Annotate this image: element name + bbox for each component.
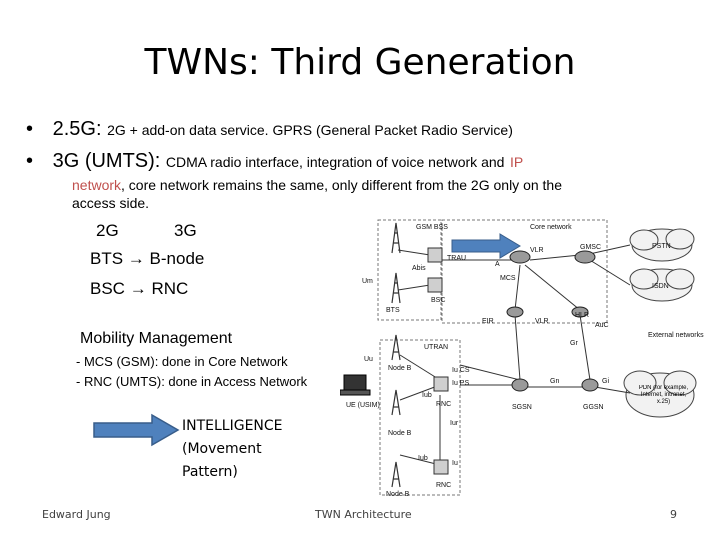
core-network-box <box>441 219 608 324</box>
mobility-title: Mobility Management <box>80 330 233 347</box>
label-utran: UTRAN <box>424 344 448 351</box>
pdn-cloud <box>623 370 697 418</box>
label-vlr2: VLR <box>535 318 549 325</box>
bullet-accent: network <box>72 177 122 193</box>
mapping-from: BTS <box>90 249 124 268</box>
label-a: A <box>495 261 500 268</box>
label-core-network: Core network <box>530 224 572 231</box>
label-auc: AuC <box>595 322 609 329</box>
bsc-node <box>427 277 443 293</box>
label-isdn: ISDN <box>652 283 669 290</box>
label-iub: Iub <box>418 455 428 462</box>
label-pstn: PSTN <box>652 243 671 250</box>
bullet-text: 2G + add-on data service. GPRS (General … <box>107 122 513 138</box>
label-pdn-wrap: PDN (for example, Internet, intranet, x.… <box>638 385 689 405</box>
label-iub: Iub <box>422 392 432 399</box>
label-uu: Uu <box>364 356 373 363</box>
arrow-icon: → <box>129 279 147 298</box>
mapping-header-2g: 2G <box>96 221 119 240</box>
label-gr: Gr <box>570 340 578 347</box>
label-gi: Gi <box>602 378 609 385</box>
intelligence-label: (Movement <box>182 441 262 457</box>
mapping-to: RNC <box>151 279 189 298</box>
label-iu-cs: Iu CS <box>452 367 470 374</box>
label-pdn: PDN (for example, Internet, intranet, x.… <box>638 385 689 405</box>
bullet-3g-umts: • 3G (UMTS): CDMA radio interface, integ… <box>26 150 523 173</box>
isdn-cloud <box>629 268 695 302</box>
label-hlr: HLR <box>575 312 589 319</box>
bullet-accent: IP <box>510 154 524 170</box>
rnc-node <box>433 459 449 475</box>
core-node-icons <box>506 250 599 392</box>
label-vlr: VLR <box>530 247 544 254</box>
label-bts: BTS <box>386 307 400 314</box>
bullet-marker: • <box>26 118 34 140</box>
gsm-bss-box <box>377 219 442 321</box>
label-node-b: Node B <box>388 365 412 372</box>
label-eir: EIR <box>482 318 494 325</box>
slide-title: TWNs: Third Generation <box>144 42 576 83</box>
mapping-header-3g: 3G <box>174 221 197 240</box>
intelligence-label: INTELLIGENCE <box>182 418 283 434</box>
mapping-row: BSC → RNC <box>90 279 188 299</box>
label-bsc: BSC <box>431 297 445 304</box>
intelligence-label: Pattern) <box>182 464 238 480</box>
network-architecture-diagram: GSM BSS Core network VLR GMSC PSTN ISDN … <box>340 219 704 498</box>
label-node-b: Node B <box>388 430 412 437</box>
bullet-text: CDMA radio interface, integration of voi… <box>165 154 505 170</box>
bullet-marker: • <box>26 150 34 172</box>
trau-node <box>427 247 443 263</box>
mapping-to: B-node <box>149 249 205 268</box>
bullet-continuation-line: access side. <box>72 195 150 211</box>
bullet-2-5g: • 2.5G: 2G + add-on data service. GPRS (… <box>26 118 513 141</box>
label-node-b: Node B <box>386 491 410 498</box>
arrow-icon: → <box>127 249 145 268</box>
laptop-icon <box>340 374 371 396</box>
network-links <box>397 244 631 466</box>
bullet-lead: 2.5G: <box>52 118 102 140</box>
label-iu-ps: Iu PS <box>452 380 469 387</box>
bullet-lead: 3G (UMTS): <box>52 150 161 172</box>
diagram-labels: GSM BSS Core network VLR GMSC PSTN ISDN … <box>346 224 704 498</box>
bullet-continuation-line: network, core network remains the same, … <box>72 177 562 193</box>
label-ggsn: GGSN <box>583 404 604 411</box>
label-trau: TRAU <box>447 255 466 262</box>
mobility-line: - MCS (GSM): done in Core Network <box>76 354 288 369</box>
label-um: Um <box>362 278 373 285</box>
pstn-cloud <box>629 228 695 262</box>
page-number: 9 <box>670 508 677 521</box>
mobility-line: - RNC (UMTS): done in Access Network <box>76 374 308 389</box>
mapping-row: BTS → B-node <box>90 249 204 269</box>
right-arrow-icon <box>451 233 521 259</box>
antenna-tower-icon <box>391 222 401 488</box>
label-rnc: RNC <box>436 482 451 489</box>
mapping-from: BSC <box>90 279 125 298</box>
label-gmsc: GMSC <box>580 244 601 251</box>
label-gsm-bss: GSM BSS <box>416 224 448 231</box>
label-sgsn: SGSN <box>512 404 532 411</box>
bullet-text: , core network remains the same, only di… <box>121 177 562 193</box>
label-abis: Abis <box>412 265 426 272</box>
footer-author: Edward Jung <box>42 508 111 521</box>
label-gn: Gn <box>550 378 559 385</box>
footer-center: TWN Architecture <box>315 508 412 521</box>
label-external: External networks <box>648 332 704 339</box>
label-msc: MCS <box>500 275 516 282</box>
label-iur: Iur <box>450 420 459 427</box>
label-iu: Iu <box>452 460 458 467</box>
right-arrow-icon <box>93 413 180 447</box>
label-rnc: RNC <box>436 401 451 408</box>
utran-box <box>379 339 461 496</box>
rnc-node <box>433 376 449 392</box>
label-ue: UE (USIM) <box>346 402 380 409</box>
